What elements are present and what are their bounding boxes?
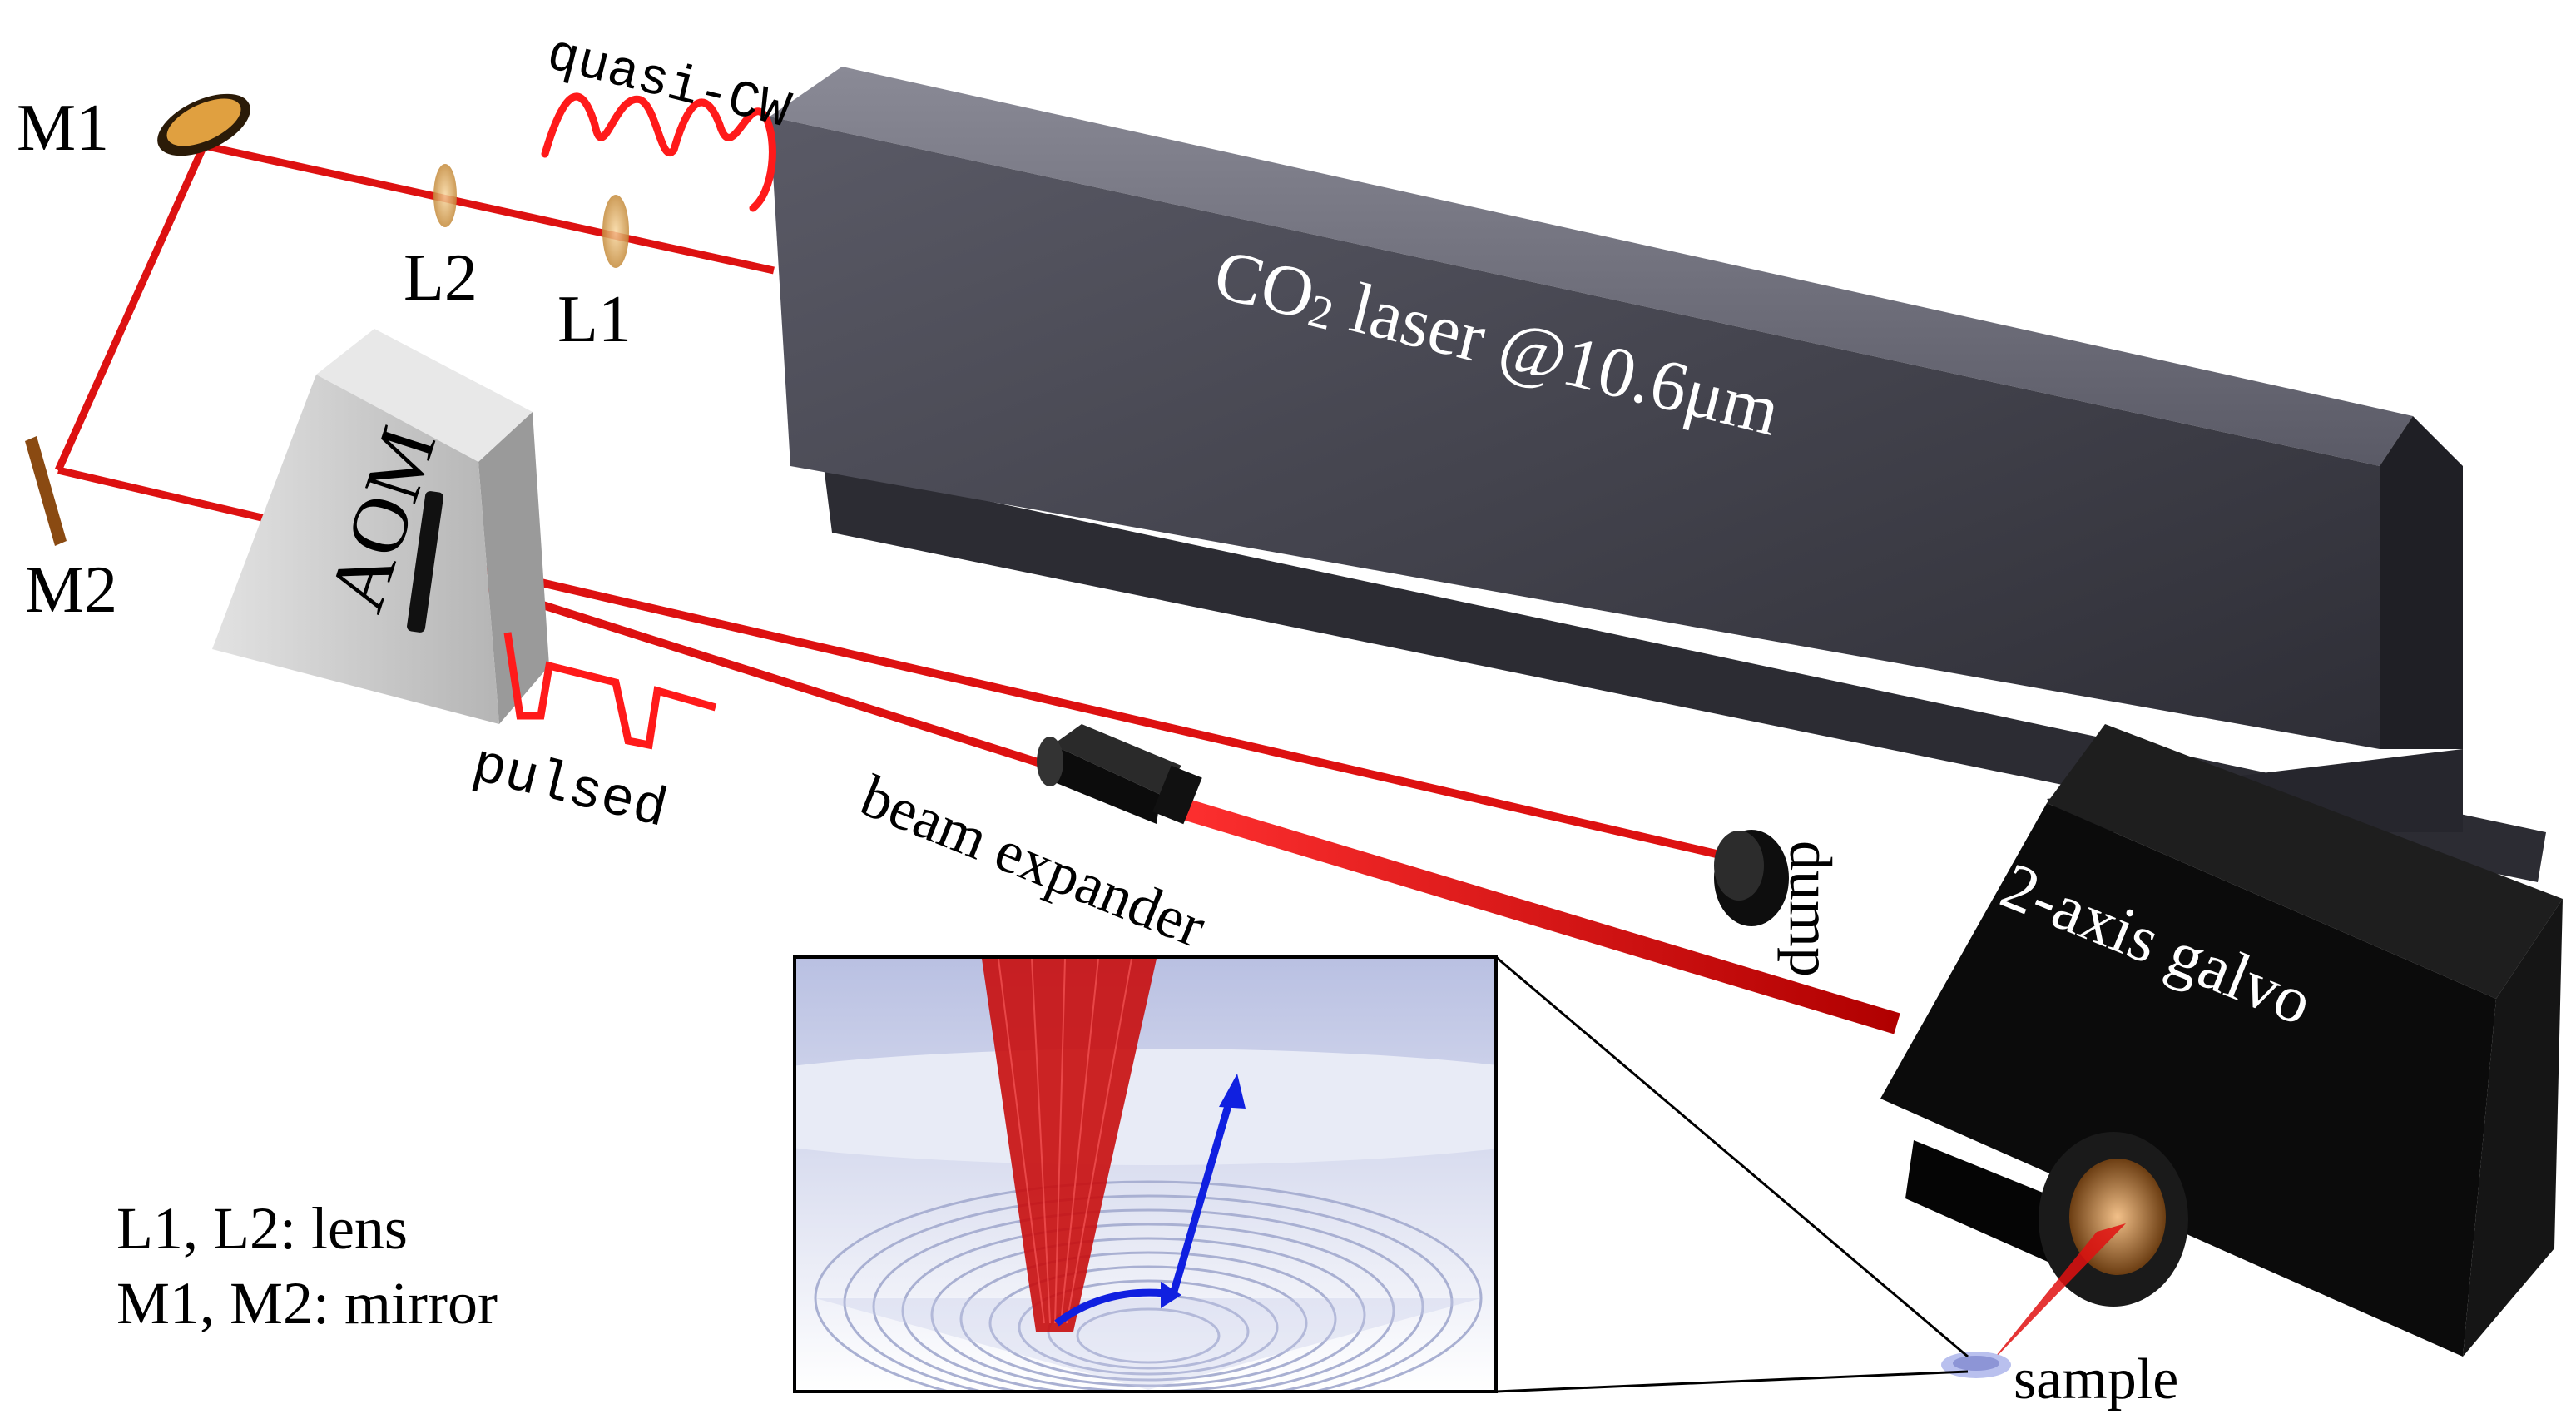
label-l2: L2 xyxy=(404,241,478,315)
scan-arrow-straight xyxy=(1169,1093,1236,1296)
zoom-inset xyxy=(793,955,1969,1393)
galvo-scanner xyxy=(1880,724,2563,1365)
mirror-m1 xyxy=(157,93,250,156)
mirror-m2 xyxy=(25,436,67,546)
pulsed-waveform xyxy=(503,632,717,750)
lens-l2 xyxy=(433,164,457,227)
scan-arrow-curve xyxy=(1054,1288,1174,1327)
beam-m1-to-m2 xyxy=(54,144,208,472)
lens-l1 xyxy=(602,195,629,268)
label-l1: L1 xyxy=(557,283,632,356)
legend-mirror: M1, M2: mirror xyxy=(116,1270,498,1337)
label-quasi-cw: quasi-CW xyxy=(541,25,796,142)
beam-expander xyxy=(1037,724,1202,825)
quasi-cw-waveform xyxy=(541,92,776,212)
concentric-rings xyxy=(814,1180,1483,1390)
label-sample: sample xyxy=(2014,1347,2178,1412)
focused-beam-cone xyxy=(982,959,1157,1332)
aom-modulator xyxy=(212,329,549,724)
sample-disk xyxy=(1941,1352,2011,1378)
label-dump: dump xyxy=(1777,841,1844,977)
label-m2: M2 xyxy=(25,553,117,627)
zoom-line-bottom xyxy=(1495,1370,1969,1393)
beam-laser-to-m1 xyxy=(203,141,775,275)
beam-dump xyxy=(1714,830,1789,926)
label-pulsed: pulsed xyxy=(466,734,673,842)
label-m1: M1 xyxy=(17,92,109,165)
zoom-line-top xyxy=(1495,955,1969,1358)
legend-lens: L1, L2: lens xyxy=(116,1195,408,1262)
beam-aom-to-dump xyxy=(431,553,1732,861)
beam-expander-to-galvo xyxy=(1162,792,1900,1034)
